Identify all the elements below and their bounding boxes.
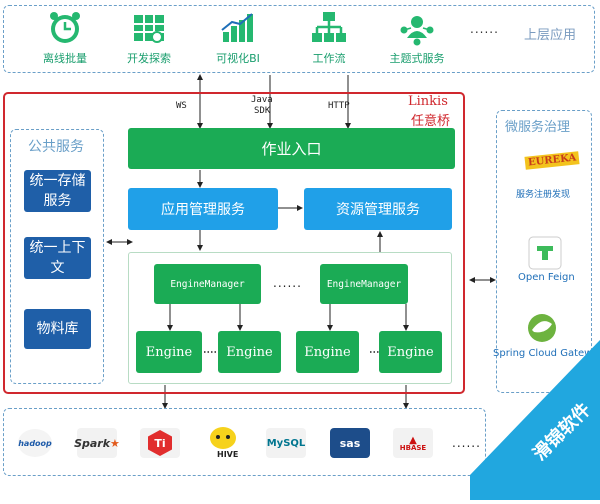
job-entry-box: 作业入口 xyxy=(128,128,455,169)
top-item-label: 可视化BI xyxy=(216,52,260,65)
engine-manager-box: EngineManager xyxy=(154,264,261,304)
gateway-label: Spring Cloud Gateway xyxy=(493,348,591,359)
microservice-panel xyxy=(496,110,592,393)
top-item-label: 离线批量 xyxy=(43,52,87,65)
top-layer-label: 上层应用 xyxy=(524,28,577,43)
top-item-label: 开发探索 xyxy=(127,52,171,65)
gateway-icon xyxy=(524,312,560,344)
java-label: Java xyxy=(251,95,273,105)
engine-box: Engine xyxy=(296,331,359,373)
linkis-title: Linkis xyxy=(408,94,448,109)
hbase-logo-text: HBASE xyxy=(399,443,427,452)
public-services-panel xyxy=(10,129,104,384)
bottom-ellipsis: ...... xyxy=(452,436,481,450)
top-item-label: 工作流 xyxy=(312,52,346,65)
unified-storage-box: 统一存储服务 xyxy=(24,170,91,212)
hadoop-logo-text: hadoop xyxy=(18,438,52,448)
hive-logo-text: HIVE xyxy=(217,450,239,459)
hadoop-logo: hadoop xyxy=(15,428,55,458)
eureka-label: 服务注册发现 xyxy=(516,190,571,200)
manager-ellipsis: ...... xyxy=(273,276,302,290)
tidb-logo: Ti xyxy=(140,428,180,458)
resource-management-box: 资源管理服务 xyxy=(304,188,452,230)
unified-context-box: 统一上下文 xyxy=(24,237,91,279)
top-layer-panel xyxy=(3,5,595,73)
engine-box: Engine xyxy=(136,331,202,373)
watermark-badge: 滑锦软件 xyxy=(470,340,600,500)
spark-logo: Spark★ xyxy=(74,428,120,458)
user-network-icon xyxy=(399,10,435,46)
engine-manager-box: EngineManager xyxy=(320,264,408,304)
ws-label: WS xyxy=(176,101,187,111)
connector-lines xyxy=(106,74,496,409)
sas-logo-text: sas xyxy=(339,436,361,450)
mysql-logo-text: MySQL xyxy=(266,437,306,449)
sdk-label: SDK xyxy=(254,106,271,116)
feign-icon xyxy=(528,236,562,270)
material-library-box: 物料库 xyxy=(24,309,91,349)
hive-logo: HIVE xyxy=(203,424,243,462)
engine-area xyxy=(128,252,452,384)
public-services-title: 公共服务 xyxy=(28,139,84,155)
engine-box: Engine xyxy=(379,331,442,373)
sas-logo: sas xyxy=(330,428,370,458)
engine-box: Engine xyxy=(218,331,281,373)
bar-chart-icon xyxy=(220,10,256,46)
spark-logo-text: Spark xyxy=(74,436,111,450)
app-management-box: 应用管理服务 xyxy=(128,188,278,230)
hbase-logo: ▲ HBASE xyxy=(393,428,433,458)
map-grid-icon xyxy=(131,10,167,46)
org-chart-icon xyxy=(311,10,347,46)
clock-icon xyxy=(47,10,83,46)
mysql-logo: MySQL xyxy=(266,428,306,458)
http-label: HTTP xyxy=(328,101,350,111)
linkis-subtitle: 任意桥 xyxy=(411,114,451,129)
tidb-logo-text: Ti xyxy=(154,436,166,450)
top-item-label: 主题式服务 xyxy=(389,52,445,65)
bottom-layer-panel xyxy=(3,408,486,476)
open-feign-label: Open Feign xyxy=(518,272,575,283)
microservice-title: 微服务治理 xyxy=(505,120,571,135)
top-ellipsis: ...... xyxy=(470,22,499,36)
linkis-frame xyxy=(3,92,465,394)
